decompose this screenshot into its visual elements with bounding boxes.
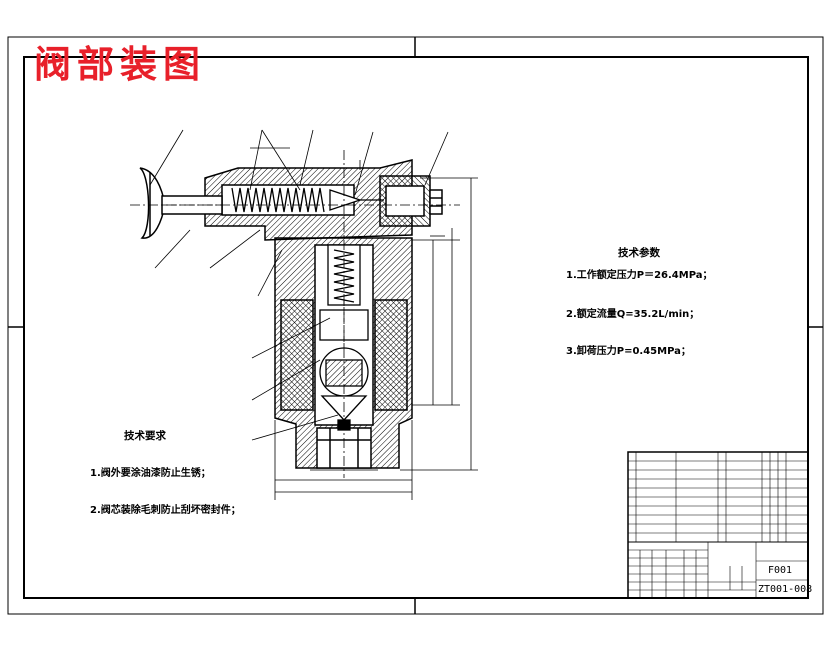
tech-req-1: 1.阀外要涂油漆防止生锈； bbox=[90, 468, 211, 479]
part-name: F001 bbox=[768, 565, 793, 576]
tech-param-3: 3.卸荷压力P=0.45MPa； bbox=[566, 346, 691, 357]
tech-req-heading: 技术要求 bbox=[124, 430, 166, 442]
tech-req-2: 2.阀芯装除毛刺防止刮坏密封件； bbox=[90, 505, 241, 516]
centering-marks bbox=[8, 37, 823, 614]
drawing-number: ZT001-008 bbox=[758, 584, 813, 595]
leader-lines bbox=[149, 129, 449, 441]
title-block bbox=[627, 451, 809, 599]
drawing-title: 阀部装图 bbox=[34, 43, 206, 86]
inner-frame bbox=[23, 56, 809, 599]
outer-frame bbox=[7, 36, 824, 615]
tech-param-2: 2.额定流量Q=35.2L/min； bbox=[566, 309, 700, 320]
tech-param-1: 1.工作额定压力P＝26.4MPa； bbox=[566, 270, 713, 281]
dimension-lines bbox=[250, 147, 478, 500]
tech-params-heading: 技术参数 bbox=[618, 247, 660, 259]
center-lines bbox=[130, 150, 460, 478]
adjust-spring bbox=[231, 187, 325, 213]
